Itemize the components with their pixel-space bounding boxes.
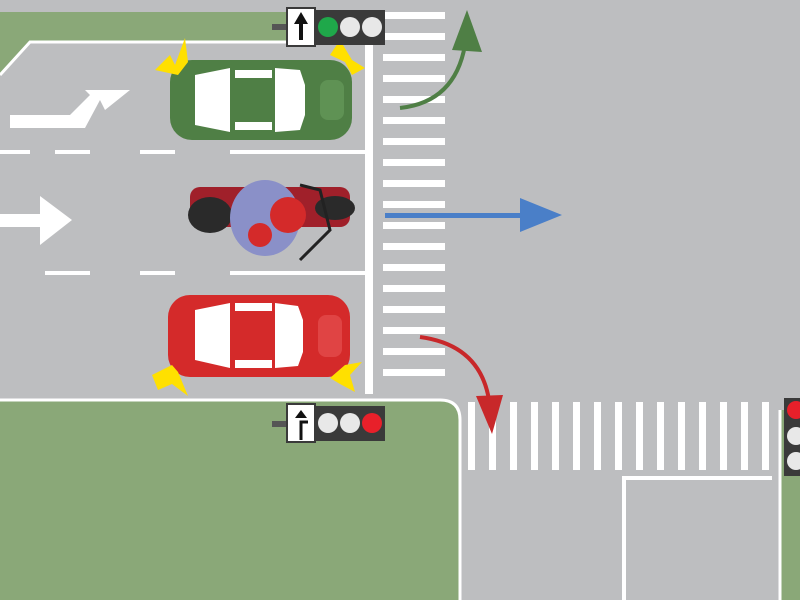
red-car-path	[419, 335, 491, 401]
crosswalk-stripe	[383, 180, 445, 187]
crosswalk-stripe	[383, 306, 445, 313]
crosswalk-stripe	[720, 402, 727, 470]
crosswalk-stripe	[510, 402, 517, 470]
crosswalk-stripe	[383, 96, 445, 103]
red-light-on	[362, 413, 382, 433]
crosswalk-stripe	[657, 402, 664, 470]
red-car-indicator-left	[152, 365, 188, 396]
crosswalk-stripe	[383, 243, 445, 250]
stop-line	[365, 42, 373, 394]
crosswalk-stripe	[383, 327, 445, 334]
crosswalk-stripe	[552, 402, 559, 470]
straight-arrow-icon	[294, 12, 308, 40]
motorcycle-rider	[188, 180, 355, 262]
green-car-indicator-right	[330, 40, 365, 75]
crosswalk-stripe	[615, 402, 622, 470]
green-car-indicator-left	[155, 38, 188, 75]
crosswalk-stripe	[383, 12, 445, 19]
green-car-path	[399, 44, 467, 110]
crosswalk-stripe	[383, 117, 445, 124]
lane-divider-top	[0, 150, 365, 154]
crosswalk-stripe	[468, 402, 475, 470]
traffic-light-bottom	[272, 403, 385, 443]
crosswalk-stripe	[636, 402, 643, 470]
crosswalk-horizontal	[468, 402, 769, 470]
crosswalk-stripe	[383, 369, 445, 376]
traffic-light-right	[784, 398, 800, 476]
crosswalk-stripe	[383, 201, 445, 208]
curb-top-left	[0, 40, 372, 77]
crosswalk-stripe	[741, 402, 748, 470]
curb-bottom-left	[0, 398, 462, 600]
red-car	[168, 295, 350, 377]
crosswalk-stripe	[531, 402, 538, 470]
grass-bottom-left	[0, 400, 460, 600]
red-light-on-right	[787, 401, 800, 419]
right-turn-arrow-icon	[295, 410, 308, 440]
red-car-path-head	[476, 395, 503, 434]
crosswalk-stripe	[383, 222, 445, 229]
crosswalk-stripe	[762, 402, 769, 470]
green-car	[170, 60, 352, 140]
crosswalk-stripe	[383, 348, 445, 355]
lane-arrow-straight-right	[0, 196, 72, 245]
crosswalk-vertical	[383, 12, 445, 376]
crosswalk-stripe	[383, 75, 445, 82]
crosswalk-stripe	[383, 159, 445, 166]
crosswalk-stripe	[383, 54, 445, 61]
crosswalk-stripe	[383, 264, 445, 271]
crosswalk-stripe	[383, 33, 445, 40]
crosswalk-stripe	[678, 402, 685, 470]
crosswalk-stripe	[489, 402, 496, 470]
crosswalk-stripe	[594, 402, 601, 470]
motorcycle-path	[385, 198, 562, 232]
crosswalk-stripe	[383, 138, 445, 145]
green-light-on	[318, 17, 338, 37]
green-car-path-head	[452, 10, 482, 52]
lane-arrow-straight-and-right	[10, 75, 130, 128]
crosswalk-stripe	[573, 402, 580, 470]
crosswalk-stripe	[699, 402, 706, 470]
crosswalk-stripe	[383, 285, 445, 292]
red-car-indicator-right	[330, 362, 362, 392]
lane-divider-bottom	[45, 271, 365, 275]
lane-line-bottom-right	[622, 476, 772, 600]
traffic-light-top	[272, 7, 385, 47]
